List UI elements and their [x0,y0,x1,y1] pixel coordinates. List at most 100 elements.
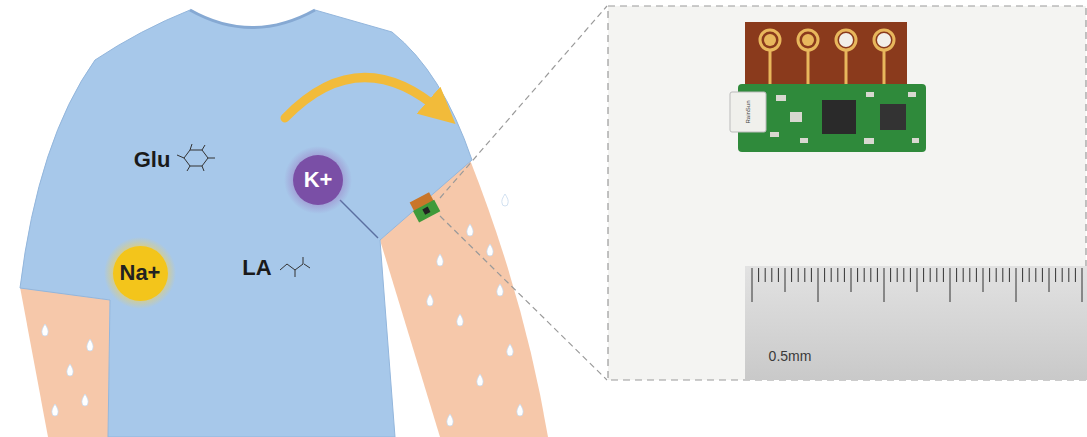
sweat-drop [507,344,513,356]
chip [880,104,906,130]
tick [917,268,918,292]
ruler-ticks [752,268,1087,302]
tick [1002,268,1003,282]
tick [1055,268,1056,282]
scale-label: 0.5mm [769,348,812,364]
sweat-drop [487,244,493,256]
tick [1035,268,1036,282]
tick [1029,268,1030,282]
sweat-drop [517,404,523,416]
chip [822,100,856,134]
tick [864,268,865,282]
circle-fill [293,155,343,205]
tick [824,268,825,282]
sweat-drop [437,254,443,266]
analyte-label: LA [242,255,271,281]
left-arm [20,287,110,437]
tick [771,268,772,282]
tick [897,268,898,282]
tick [1042,268,1043,282]
tick [884,268,885,302]
tick [785,268,786,292]
tick [1075,268,1076,282]
tick [752,268,753,302]
tick [837,268,838,282]
sweat-drop [42,324,48,336]
circle-fill [113,246,168,301]
tick [778,268,779,282]
tick [1009,268,1010,282]
sweat-drops [42,194,523,426]
tick [765,268,766,282]
sweat-drop [502,194,508,206]
sweat-drop [82,394,88,406]
sweat-drop [477,374,483,386]
tick [844,268,845,282]
tick [969,268,970,282]
tick [950,268,951,302]
electrode-pad [802,34,814,46]
tick [870,268,871,282]
tick [818,268,819,302]
sensor-patch [409,192,441,223]
sleeve-seam [340,200,378,238]
sweat-drop [67,364,73,376]
tick [903,268,904,282]
sweat-drop [497,284,503,296]
analyte-label: Glu [134,147,171,173]
sweat-drop [427,294,433,306]
ion-label: Na+ [119,260,160,286]
tick [1068,268,1069,282]
tick [996,268,997,282]
tick [956,268,957,282]
tick [963,268,964,282]
zoom-box [608,6,1086,380]
tick [1016,268,1017,302]
tick [798,268,799,282]
tick [758,268,759,282]
tick [983,268,984,292]
ion-glow [104,237,176,309]
sweat-drop [467,224,473,236]
electrode-pad [839,33,853,47]
glucose-structure [177,144,215,171]
ion-circle: Na+ [112,245,169,302]
tick [923,268,924,282]
tick [910,268,911,282]
tick [831,268,832,282]
flow-arrow [285,77,442,118]
tick [857,268,858,282]
tick [1049,268,1050,292]
sweat-drop [52,404,58,416]
components [770,92,919,144]
lactic-acid-structure [280,257,310,277]
tick [976,268,977,282]
collar [190,10,315,28]
tick [930,268,931,282]
ion-circle: K+ [292,154,344,206]
ruler [745,266,1087,380]
ion-glow [284,146,352,214]
sweat-drop [447,414,453,426]
sweat-drop [87,339,93,351]
ion-label: K+ [304,167,333,193]
tick [791,268,792,282]
tick [877,268,878,282]
electrode-pad [764,34,776,46]
sweat-drop [457,314,463,326]
zoom-line [440,6,607,380]
tick [1022,268,1023,282]
connector [730,92,766,132]
tick [943,268,944,282]
tick [851,268,852,292]
t-shirt [20,10,472,437]
tick [804,268,805,282]
tick [811,268,812,282]
connector-marking: RainSun [745,100,751,123]
tick [989,268,990,282]
tick [936,268,937,282]
tick [1082,268,1083,302]
electrode-pad [877,33,891,47]
